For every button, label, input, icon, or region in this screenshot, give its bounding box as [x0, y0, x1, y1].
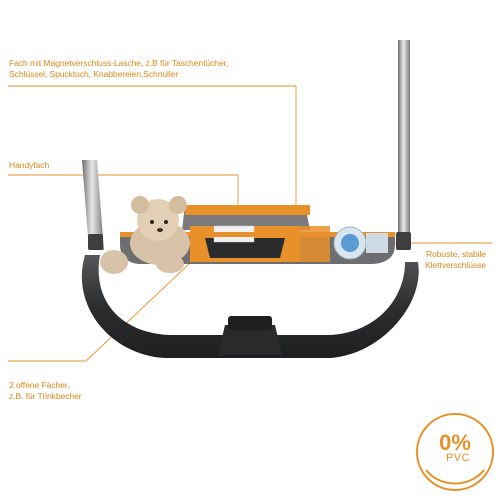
annotation-magnet-pocket-line2: Schlüssel, Spucktuch, Knabbereien,Schnul… — [9, 69, 179, 79]
annotation-velcro-line1: Robuste, stabile — [425, 249, 486, 259]
annotation-open-pockets-line2: z.B. für Trinkbecher — [9, 391, 82, 401]
pvc-free-badge — [416, 413, 494, 491]
annotation-magnet-pocket: Fach mit Magnetverschluss-Lasche, z.B fü… — [9, 58, 228, 80]
annotation-magnet-pocket-line1: Fach mit Magnetverschluss-Lasche, z.B fü… — [9, 58, 229, 68]
stroller-frame — [82, 40, 411, 250]
handlebar — [81, 255, 419, 358]
annotation-open-pockets: 2 offene Fächer, z.B. für Trinkbecher — [9, 380, 82, 402]
badge-percent: 0% — [439, 430, 471, 455]
annotation-phone-pocket-line1: Handyfach — [9, 160, 50, 170]
annotation-velcro: Robuste, stabile Klettverschlüsse — [425, 249, 486, 271]
plush-toy — [100, 196, 190, 274]
annotation-phone-pocket: Handyfach — [9, 160, 49, 171]
annotation-open-pockets-line1: 2 offene Fächer, — [9, 380, 70, 390]
annotation-velcro-line2: Klettverschlüsse — [425, 260, 486, 270]
badge-label: PVC — [445, 452, 471, 464]
stroller-organizer — [120, 205, 395, 264]
